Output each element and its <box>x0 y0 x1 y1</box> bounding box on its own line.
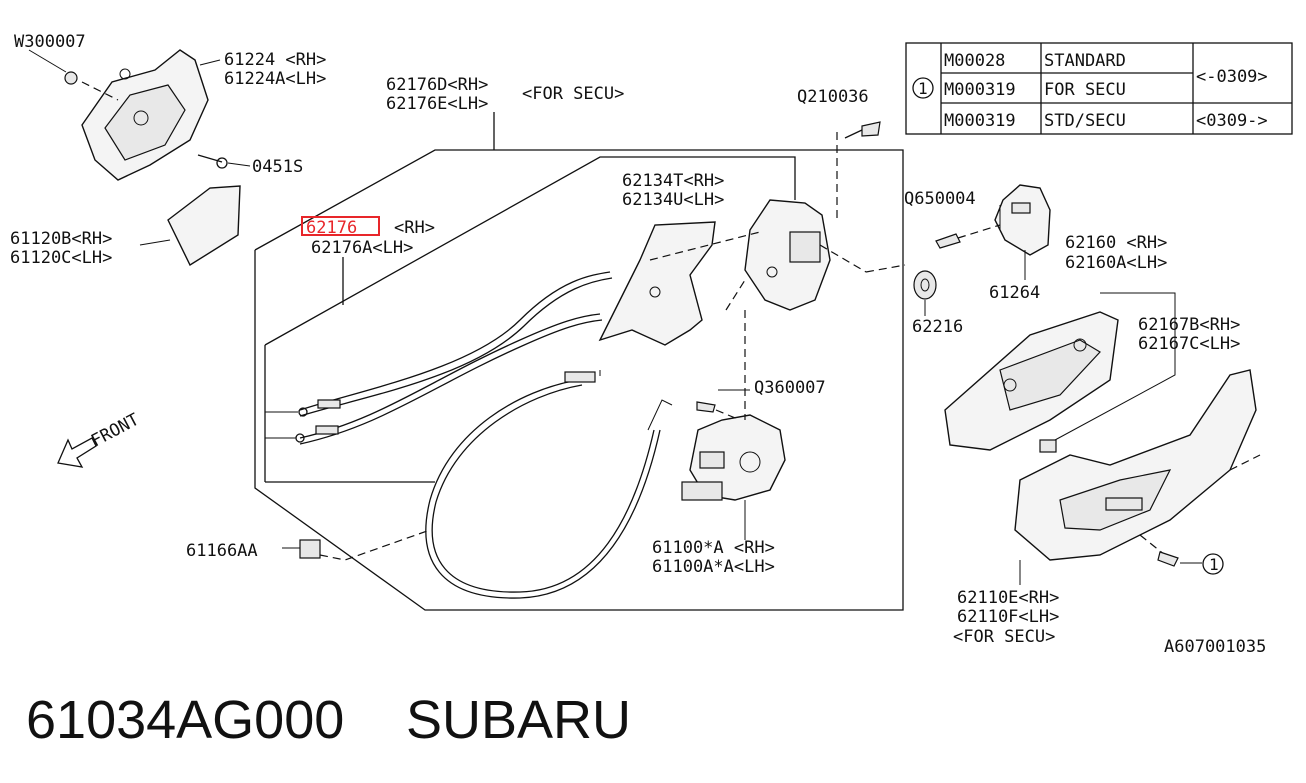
label-62134t-rh: 62134T<RH> <box>622 171 724 191</box>
lock-assembly-part <box>598 121 906 346</box>
label-for-secu-top: <FOR SECU> <box>522 84 624 104</box>
label-w300007: W300007 <box>14 32 86 52</box>
ref-circle-icon <box>912 77 934 99</box>
footer: 61034AG000 SUBARU <box>26 690 631 750</box>
label-62176a-lh: 62176A<LH> <box>311 238 413 258</box>
grommet-part <box>913 270 937 316</box>
label-62110f-lh: 62110F<LH> <box>957 607 1059 627</box>
label-62176e-lh: 62176E<LH> <box>386 94 488 114</box>
reference-table: 1 M00028 STANDARD M000319 FOR SECU M0003… <box>905 42 1293 135</box>
ref-row-1-code: M00028 <box>944 51 1005 71</box>
front-label: FRONT <box>88 410 143 452</box>
footer-part-number: 61034AG000 <box>26 690 344 750</box>
screw-icon-q650004 <box>935 233 961 249</box>
handle-frame-part <box>1014 369 1261 585</box>
handle-cover-part <box>139 185 241 267</box>
ref-range-2: <0309-> <box>1196 111 1268 131</box>
label-62176d-rh: 62176D<RH> <box>386 75 488 95</box>
assembly-frame <box>254 112 904 611</box>
ref-row-3-desc: STD/SECU <box>1044 111 1126 131</box>
part-labels: W300007 61224 <RH> 61224A<LH> 62176D<RH>… <box>10 32 1266 657</box>
label-q650004: Q650004 <box>904 189 976 209</box>
label-61120b-rh: 61120B<RH> <box>10 229 112 249</box>
actuator-part <box>681 310 786 540</box>
bracket-part <box>935 184 1051 280</box>
label-61224a-lh: 61224A<LH> <box>224 69 326 89</box>
inner-handle-part <box>28 49 251 181</box>
label-62160-rh: 62160 <RH> <box>1065 233 1167 253</box>
label-0451s: 0451S <box>252 157 303 177</box>
label-61120c-lh: 61120C<LH> <box>10 248 112 268</box>
label-61100a-rh: 61100*A <RH> <box>652 538 775 558</box>
screw-icon <box>216 157 228 169</box>
label-62134u-lh: 62134U<LH> <box>622 190 724 210</box>
footer-brand: SUBARU <box>406 690 631 750</box>
ref-circle-number: 1 <box>918 79 928 98</box>
label-61100aa-lh: 61100A*A<LH> <box>652 557 775 577</box>
label-drawing-id: A607001035 <box>1164 637 1266 657</box>
ref-row-1-desc: STANDARD <box>1044 51 1126 71</box>
label-62216: 62216 <box>912 317 963 337</box>
label-61264: 61264 <box>989 283 1040 303</box>
label-62110e-rh: 62110E<RH> <box>957 588 1059 608</box>
label-62167c-lh: 62167C<LH> <box>1138 334 1240 354</box>
screw-icon-q360007 <box>696 401 716 413</box>
label-61224-rh: 61224 <RH> <box>224 50 326 70</box>
ref-row-2-code: M000319 <box>944 80 1016 100</box>
screw-icon-q210036 <box>861 121 881 137</box>
label-circle-ref: 1 <box>1209 555 1219 574</box>
label-q360007: Q360007 <box>754 378 826 398</box>
ref-row-3-code: M000319 <box>944 111 1016 131</box>
label-q210036: Q210036 <box>797 87 869 107</box>
label-for-secu-bottom: <FOR SECU> <box>953 627 1055 647</box>
label-62176-highlighted: 62176 <box>306 218 357 238</box>
clip-part <box>282 529 431 561</box>
cable-assembly <box>265 271 673 599</box>
label-62176-rh: <RH> <box>394 218 435 238</box>
outer-handle-part <box>944 292 1176 453</box>
ref-circle-bolt-icon <box>1202 553 1224 575</box>
washer-icon <box>64 71 78 85</box>
bolt-icon <box>1157 551 1179 567</box>
label-62160a-lh: 62160A<LH> <box>1065 253 1167 273</box>
highlight-box <box>301 216 380 236</box>
ref-row-2-desc: FOR SECU <box>1044 80 1126 100</box>
label-61166aa: 61166AA <box>186 541 258 561</box>
label-62167b-rh: 62167B<RH> <box>1138 315 1240 335</box>
front-direction-arrow: FRONT <box>57 410 143 468</box>
ref-range-1: <-0309> <box>1196 67 1268 87</box>
